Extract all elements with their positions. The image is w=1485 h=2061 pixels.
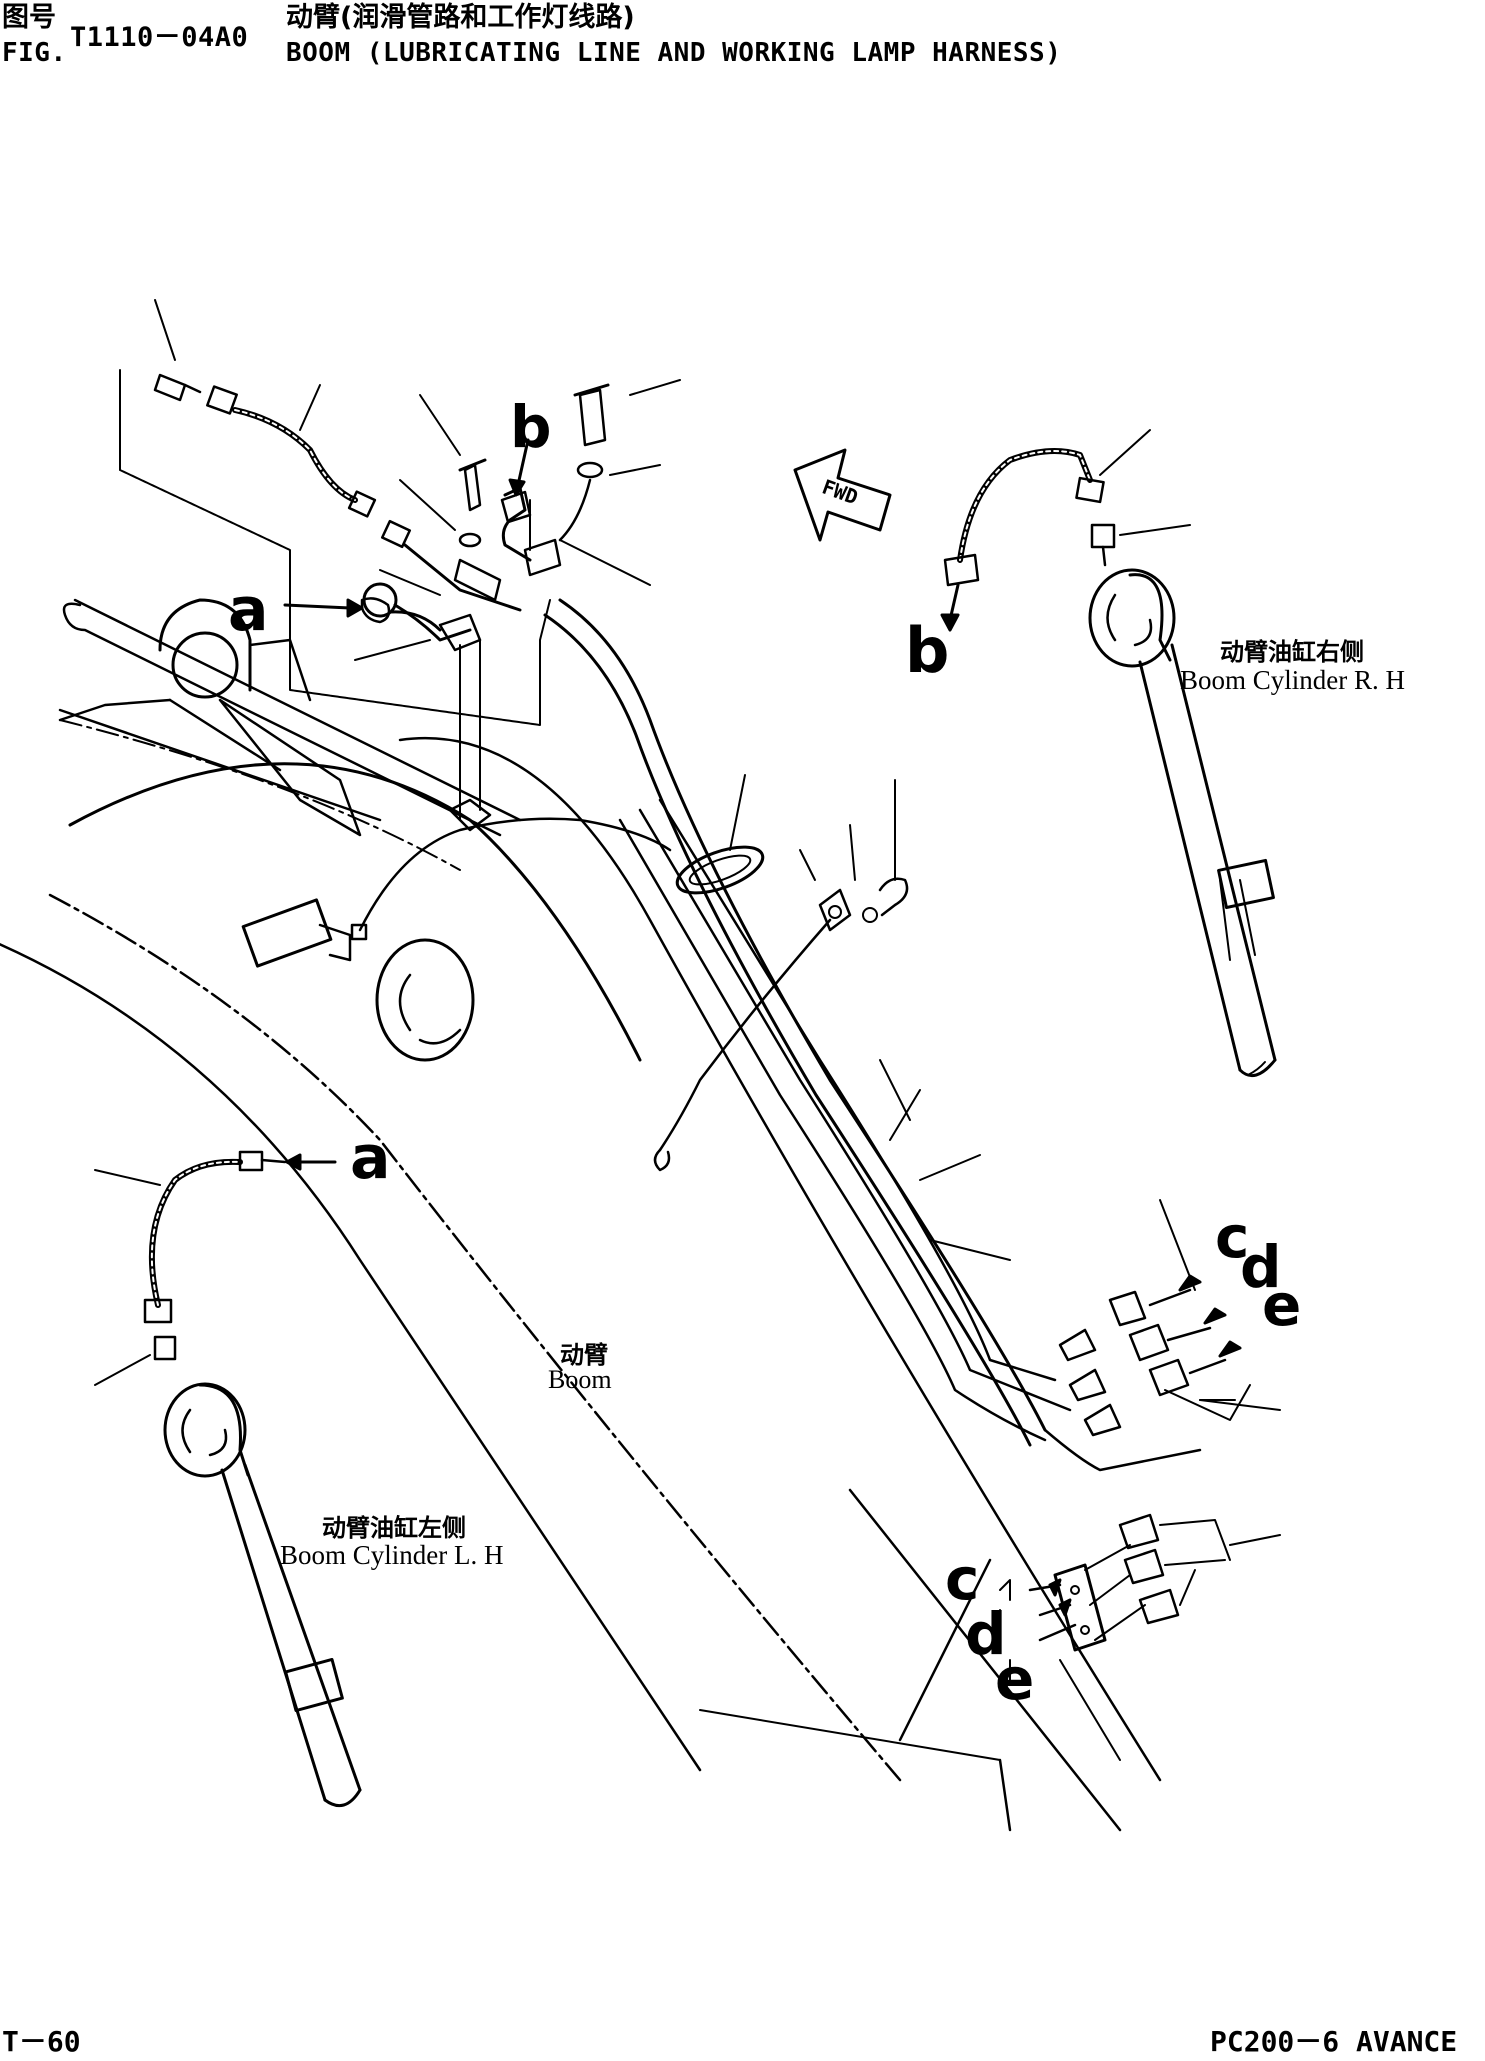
callout-d-right: d — [1240, 1233, 1282, 1301]
boom-label-en: Boom — [548, 1365, 612, 1394]
callout-d-lower: d — [965, 1600, 1007, 1668]
right-grease-hose — [940, 429, 1191, 632]
title-en: BOOM (LUBRICATING LINE AND WORKING LAMP … — [286, 38, 1062, 68]
boom-foot-pin — [375, 938, 475, 1062]
leader-lines-upper — [154, 299, 1011, 1261]
fig-number: T1110－04A0 — [70, 22, 249, 53]
callout-e-right: e — [1262, 1271, 1302, 1339]
upper-grease-hose-parts — [153, 373, 610, 832]
model-name: PC200－6 AVANCE — [1210, 2025, 1458, 2058]
callout-a-lower: a — [350, 1123, 391, 1193]
pipe-clamp-ring — [675, 845, 765, 895]
title-cn: 动臂(润滑管路和工作灯线路) — [286, 2, 635, 33]
harness-clip-parts — [653, 877, 909, 1172]
callout-c-lower: c — [945, 1545, 980, 1613]
cylinder-right-label-cn: 动臂油缸右侧 — [1220, 638, 1364, 666]
lamp-harness — [241, 817, 832, 1152]
cylinder-right-label-en: Boom Cylinder R. H — [1180, 665, 1406, 695]
left-grease-hose — [94, 1150, 337, 1386]
arrow-b-upper — [500, 438, 532, 524]
cylinder-left-label-cn: 动臂油缸左侧 — [322, 1514, 466, 1542]
callout-a-upper: a — [228, 575, 269, 645]
page-number: T－60 — [2, 2025, 81, 2058]
callout-e-lower: e — [995, 1645, 1035, 1713]
grease-fittings-cde — [1058, 1199, 1281, 1437]
grease-lines — [543, 598, 1202, 1472]
boom-label-cn: 动臂 — [560, 1341, 608, 1369]
fig-label-en: FIG. — [2, 38, 67, 68]
arrow-a-upper — [283, 597, 442, 632]
callout-b-right: b — [905, 614, 950, 687]
frame-bracket — [58, 369, 551, 837]
fig-label-cn: 图号 — [2, 2, 56, 33]
cylinder-left-label-en: Boom Cylinder L. H — [280, 1540, 504, 1570]
callout-c-right: c — [1215, 1203, 1250, 1271]
callout-b-upper: b — [510, 393, 552, 461]
junction-block — [999, 1513, 1281, 1681]
fwd-arrow — [793, 448, 892, 542]
boom-cylinder-left — [163, 1382, 362, 1808]
boom-cylinder-right — [1088, 568, 1277, 1078]
boom-outline — [0, 719, 1162, 1832]
